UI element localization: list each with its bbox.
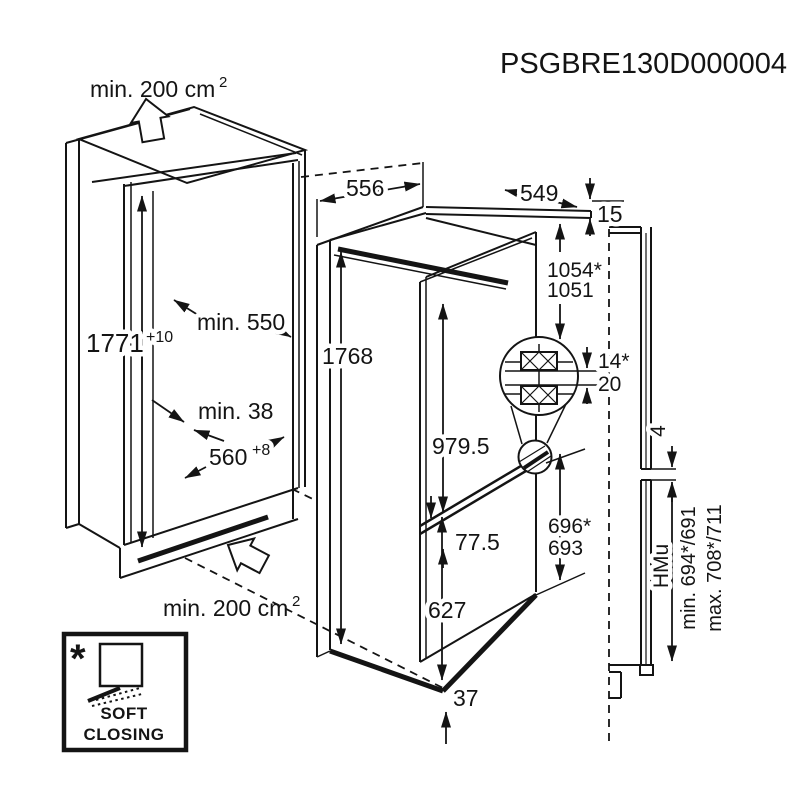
vent-bottom-sup: 2 xyxy=(292,593,300,610)
top-gap-label: 15 xyxy=(597,201,623,227)
appliance-depth-label: 549 xyxy=(520,180,558,206)
hmu-max-label: max. 708*/711 xyxy=(704,504,726,632)
hinge-gap-a-label: 14* xyxy=(598,350,630,373)
cabinet-depth-label: min. 550 xyxy=(197,309,285,335)
upper-panel-label: 1054* xyxy=(547,259,602,282)
vent-top-label: min. 200 cm xyxy=(90,76,215,102)
hinge-detail xyxy=(499,336,599,475)
hinge-gap-b-label: 20 xyxy=(598,373,621,396)
furniture-panel-section xyxy=(609,226,676,699)
product-code: PSGBRE130D000004 xyxy=(500,48,787,80)
cabinet-width-tolerance: +8 xyxy=(252,442,270,459)
cabinet-outline xyxy=(65,105,309,579)
cabinet-height-label: 1771 xyxy=(86,328,144,358)
bottom-clearance-label: 37 xyxy=(453,685,479,711)
door-icon xyxy=(98,642,144,688)
hmu-label: HMu xyxy=(650,544,673,588)
lower-panel-alt-label: 693 xyxy=(548,537,583,560)
hmu-min-label: min. 694*/691 xyxy=(678,506,700,629)
badge-asterisk: * xyxy=(70,637,86,681)
appliance-height-label: 1768 xyxy=(322,343,373,369)
appliance-width-label: 556 xyxy=(346,175,384,201)
panel-gap-label: 4 xyxy=(647,425,670,437)
projection-lines xyxy=(184,162,610,742)
badge-line2: CLOSING xyxy=(84,725,165,744)
vent-bottom-label: min. 200 cm xyxy=(163,595,288,621)
lower-door-label: 627 xyxy=(428,597,466,623)
upper-door-label: 979.5 xyxy=(432,433,490,459)
vent-arrow-bottom xyxy=(226,536,271,575)
upper-panel-alt-label: 1051 xyxy=(547,279,594,302)
vent-arrow-top xyxy=(128,97,171,144)
hinge-location-circle xyxy=(517,439,553,475)
dimension-lines xyxy=(137,162,677,744)
badge-line1: SOFT xyxy=(100,704,147,723)
cabinet-rear-gap-label: min. 38 xyxy=(198,398,273,424)
soft-closing-badge: * SOFT CLOSING xyxy=(61,631,189,753)
cabinet-height-tolerance: +10 xyxy=(146,329,173,346)
door-gap-label: 77.5 xyxy=(455,529,500,555)
lower-panel-label: 696* xyxy=(548,515,591,538)
door-swing-icon xyxy=(87,686,121,703)
vent-top-sup: 2 xyxy=(219,74,227,91)
cabinet-width-label: 560 xyxy=(209,444,247,470)
